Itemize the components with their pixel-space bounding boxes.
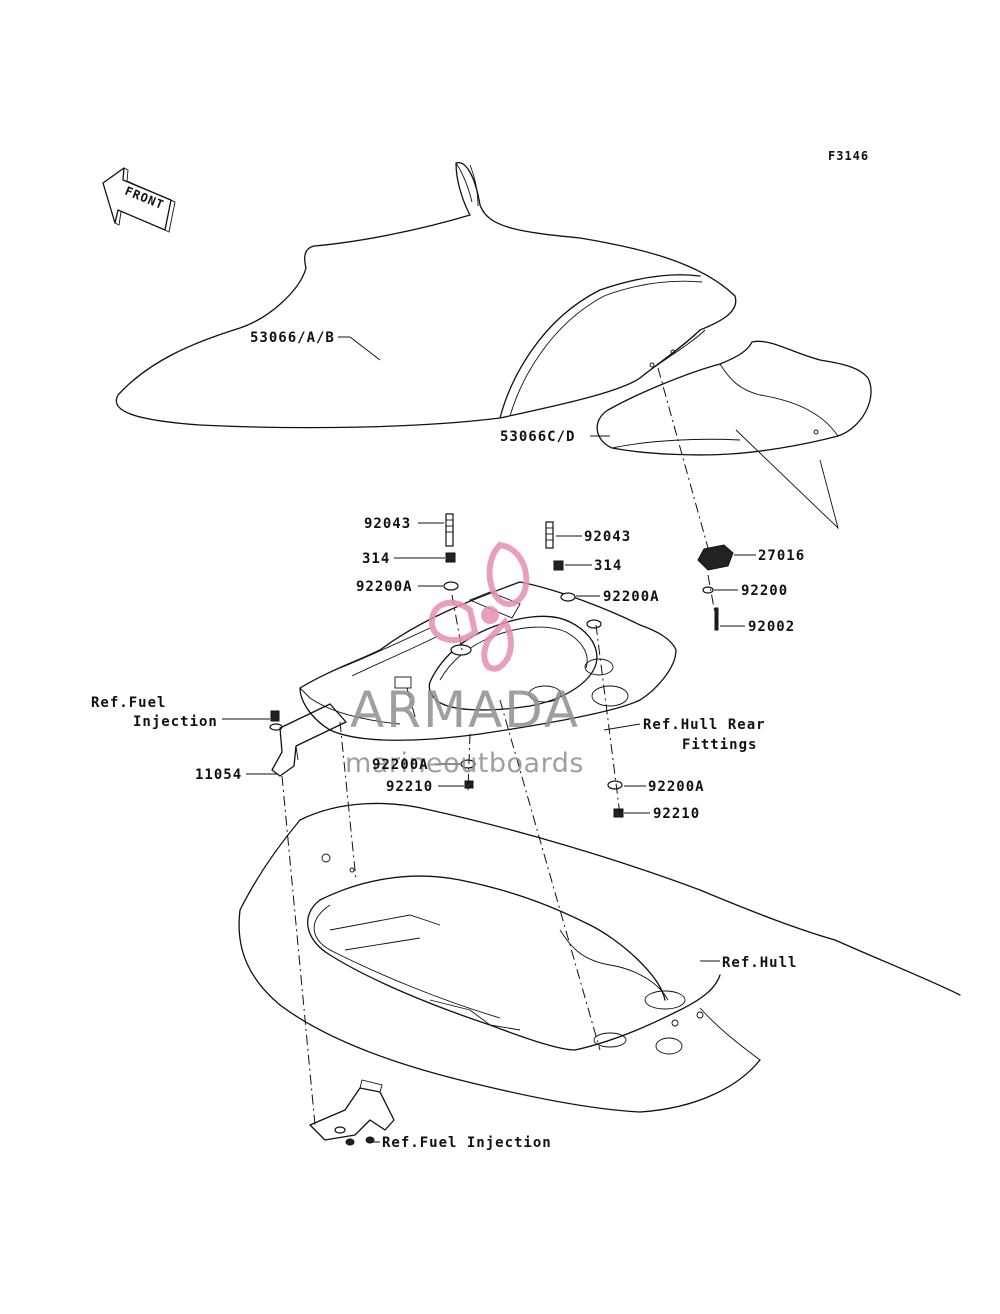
armada-watermark: ARMADA marineoutboards bbox=[345, 541, 584, 779]
seat-latch bbox=[697, 544, 734, 631]
collar-right bbox=[553, 560, 564, 571]
leader-lines bbox=[222, 336, 756, 1143]
bolt-left bbox=[445, 513, 454, 547]
bolt-right bbox=[545, 521, 554, 549]
label-ref-fuel-top-1: Ref.Fuel bbox=[91, 695, 166, 711]
front-arrow-label: FRONT bbox=[123, 184, 166, 212]
label-bolt-left: 92043 bbox=[364, 516, 411, 532]
label-ref-fuel-bottom: Ref.Fuel Injection bbox=[382, 1135, 552, 1151]
label-washer-bottom-left: 92200A bbox=[372, 757, 429, 773]
ref-fuel-bolt-top bbox=[270, 710, 280, 722]
nut-bottom-left bbox=[464, 780, 474, 789]
alignment-lines bbox=[281, 367, 719, 1126]
nut-bottom-right bbox=[613, 808, 624, 818]
seat-outline-hint bbox=[735, 429, 839, 530]
label-washer-left: 92200A bbox=[356, 579, 413, 595]
label-washer-right: 92200A bbox=[603, 589, 660, 605]
washer-left bbox=[443, 581, 459, 591]
washer-right bbox=[560, 592, 576, 602]
front-seat bbox=[115, 162, 737, 429]
watermark-tagline: marineoutboards bbox=[345, 748, 584, 779]
label-hull-rear-2: Fittings bbox=[682, 737, 757, 753]
figure-code: F3146 bbox=[828, 149, 869, 163]
label-collar-left: 314 bbox=[362, 551, 390, 567]
armada-logo-icon bbox=[428, 541, 530, 672]
mount-hardware bbox=[443, 513, 624, 818]
seat-base bbox=[299, 581, 677, 741]
washer-bottom-right bbox=[607, 780, 623, 790]
bracket-11054 bbox=[269, 703, 347, 777]
label-seat-rear: 53066C/D bbox=[500, 429, 575, 445]
label-washer-bottom-right: 92200A bbox=[648, 779, 705, 795]
label-bracket: 11054 bbox=[195, 767, 242, 783]
rear-seat bbox=[596, 340, 872, 456]
hull bbox=[238, 802, 961, 1113]
collar-left bbox=[445, 552, 456, 563]
label-collar-right: 314 bbox=[594, 558, 622, 574]
label-latch: 27016 bbox=[758, 548, 805, 564]
latch-washer bbox=[702, 586, 714, 594]
watermark-brand: ARMADA bbox=[350, 681, 580, 739]
label-nut-bottom-right: 92210 bbox=[653, 806, 700, 822]
front-direction-arrow-icon: FRONT bbox=[102, 167, 176, 233]
label-screw-latch: 92002 bbox=[748, 619, 795, 635]
label-ref-hull: Ref.Hull bbox=[722, 955, 797, 971]
washer-bottom-left bbox=[460, 759, 476, 769]
label-seat-front: 53066/A/B bbox=[250, 330, 335, 346]
label-bolt-right: 92043 bbox=[584, 529, 631, 545]
label-nut-bottom-left: 92210 bbox=[386, 779, 433, 795]
label-washer-latch: 92200 bbox=[741, 583, 788, 599]
label-ref-fuel-top-2: Injection bbox=[133, 714, 218, 730]
label-hull-rear-1: Ref.Hull Rear bbox=[643, 717, 766, 733]
